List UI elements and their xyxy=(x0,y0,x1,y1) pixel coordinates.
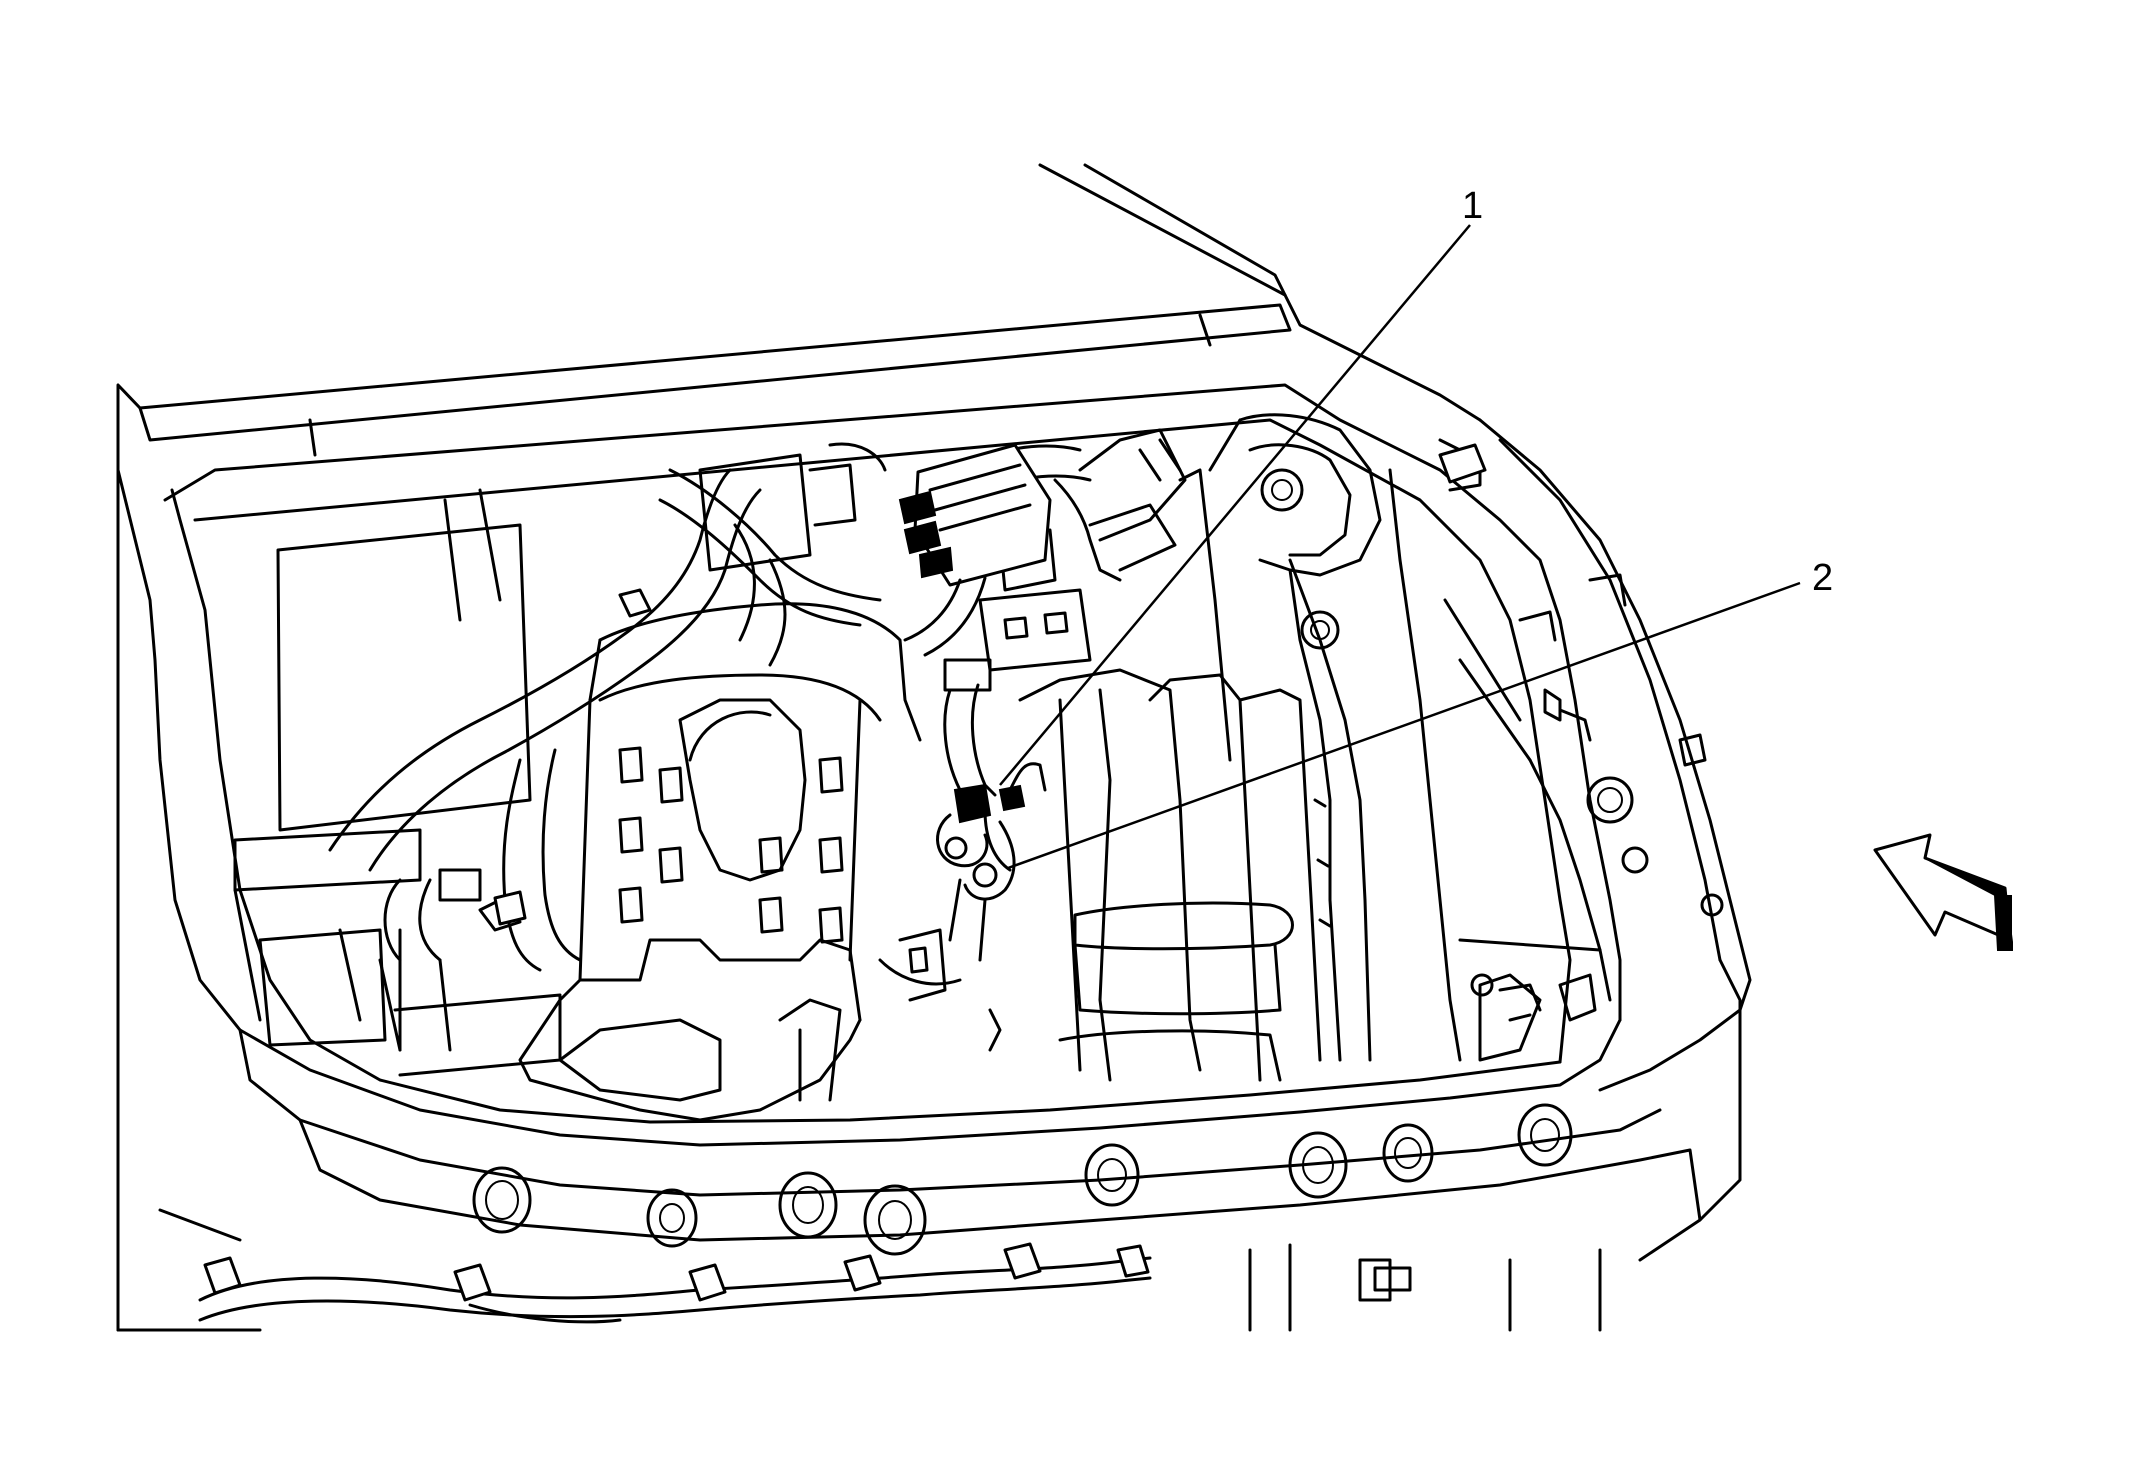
callout-label-1: 1 xyxy=(1462,185,1483,227)
main-wiring-harness xyxy=(328,468,882,1052)
callout-label-2: 2 xyxy=(1812,557,1833,599)
rear-body-panel xyxy=(116,1028,1702,1332)
view-direction-arrow-icon xyxy=(1873,833,2013,951)
callout-leaders xyxy=(999,224,1801,870)
ground-strap-assembly xyxy=(936,658,1047,962)
grommet-holes xyxy=(472,1103,1573,1256)
leader-line-1 xyxy=(999,224,1471,786)
harness-clips xyxy=(203,1242,1150,1302)
trunk-interior-left xyxy=(233,488,562,1077)
center-floor-section xyxy=(878,668,1322,1082)
leader-line-2 xyxy=(1007,581,1801,870)
rear-seat-back-frame xyxy=(518,602,922,1122)
trunk-opening-frame xyxy=(116,383,1752,1332)
right-hinge-pillar xyxy=(1178,413,1382,1062)
lower-wiring-harness xyxy=(198,1242,1152,1324)
right-quarter-interior xyxy=(1388,438,1724,1062)
connector-module xyxy=(898,443,1052,657)
trunk-lid-edge xyxy=(116,163,1482,472)
